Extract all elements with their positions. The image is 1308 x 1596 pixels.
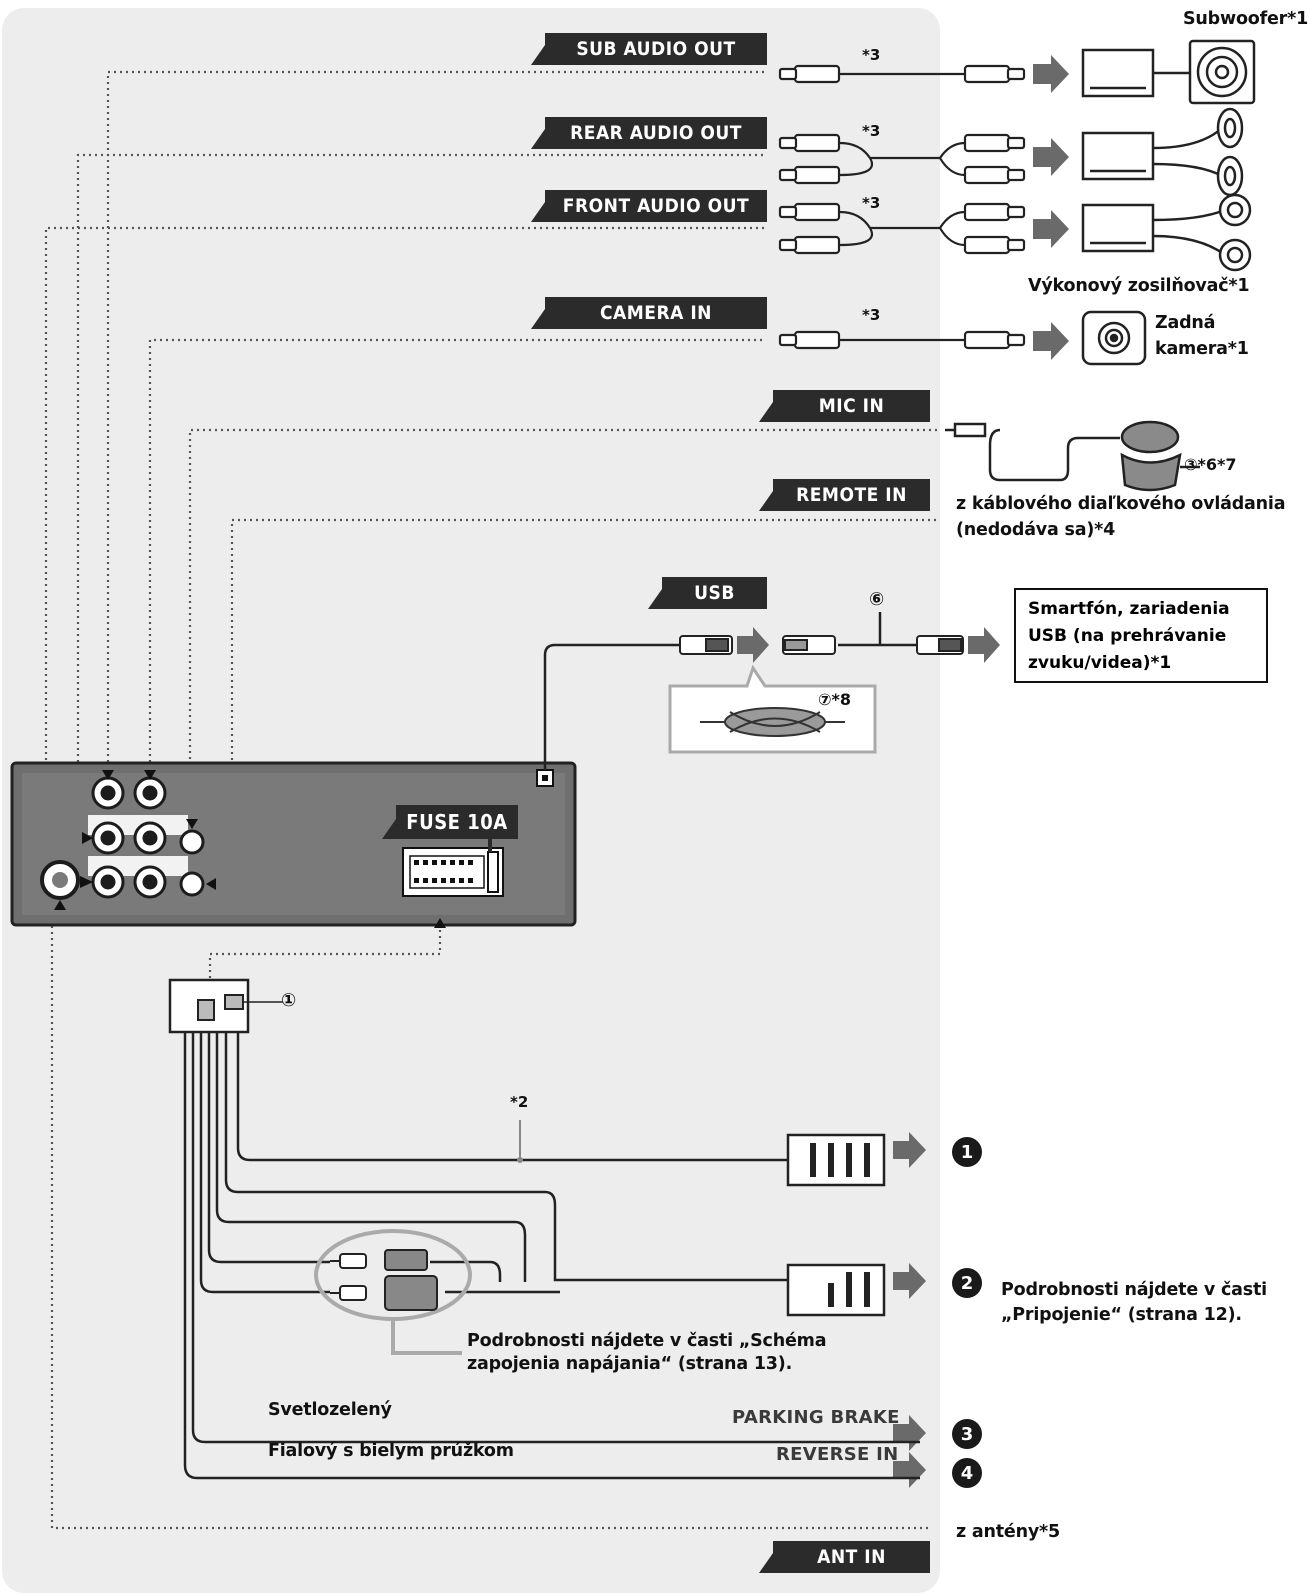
usb-connectors bbox=[679, 635, 964, 655]
label-light-green: Svetlozelený bbox=[268, 1400, 392, 1420]
label-camera-1: Zadná bbox=[1155, 313, 1216, 333]
camera-icon bbox=[1081, 310, 1147, 366]
badge-4: 4 bbox=[952, 1458, 982, 1488]
label-remote-1: z káblového diaľkového ovládania bbox=[956, 494, 1286, 514]
usb-device-box: Smartfón, zariadenia USB (na prehrávanie… bbox=[1014, 588, 1268, 683]
tag-front-audio-out: FRONT AUDIO OUT bbox=[531, 190, 767, 222]
tag-usb: USB bbox=[648, 577, 767, 609]
label-antenna: z antény*5 bbox=[956, 1522, 1060, 1542]
label-reverse-in: REVERSE IN bbox=[776, 1444, 899, 1465]
tag-remote-in: REMOTE IN bbox=[759, 479, 930, 511]
label-connect-details-2: „Pripojenie“ (strana 12). bbox=[1001, 1305, 1242, 1325]
note-camera: *3 bbox=[862, 306, 881, 324]
tag-rear-audio-out: REAR AUDIO OUT bbox=[531, 117, 767, 149]
head-unit bbox=[10, 761, 577, 928]
label-connect-details-1: Podrobnosti nájdete v časti bbox=[1001, 1280, 1267, 1300]
rca-cables bbox=[778, 64, 1026, 350]
amplifiers bbox=[1081, 48, 1190, 253]
flow-arrows bbox=[737, 55, 1069, 1488]
note-2: *2 bbox=[510, 1093, 529, 1111]
subwoofer-icon bbox=[1188, 39, 1256, 105]
label-subwoofer: Subwoofer*1 bbox=[1183, 9, 1308, 29]
tag-mic-in: MIC IN bbox=[759, 390, 930, 422]
note-sub: *3 bbox=[862, 46, 881, 64]
usb-box-line-1: Smartfón, zariadenia bbox=[1028, 599, 1230, 619]
rca-jacks bbox=[91, 776, 205, 899]
badge-2: 2 bbox=[952, 1268, 982, 1298]
tag-fuse: FUSE 10A bbox=[382, 805, 518, 839]
usb-cable bbox=[543, 612, 920, 770]
badge-3: 3 bbox=[952, 1419, 982, 1449]
tag-camera-in: CAMERA IN bbox=[531, 297, 767, 329]
note-mic: ③*6*7 bbox=[1184, 455, 1237, 474]
note-front: *3 bbox=[862, 194, 881, 212]
tag-ant-in: ANT IN bbox=[759, 1541, 930, 1573]
usb-box-line-2: USB (na prehrávanie bbox=[1028, 626, 1227, 646]
dotted-routes bbox=[44, 70, 940, 1530]
usb-box-line-3: zvuku/videa)*1 bbox=[1028, 653, 1172, 673]
label-camera-2: kamera*1 bbox=[1155, 339, 1249, 359]
label-purple-white: Fialový s bielym prúžkom bbox=[268, 1441, 514, 1461]
note-rear: *3 bbox=[862, 122, 881, 140]
badge-1: 1 bbox=[952, 1137, 982, 1167]
label-power-details-1: Podrobnosti nájdete v časti „Schéma bbox=[467, 1331, 827, 1351]
wire-harness bbox=[168, 978, 920, 1480]
label-power-details-2: zapojenia napájania“ (strana 13). bbox=[467, 1354, 793, 1374]
note-harness: ① bbox=[281, 990, 297, 1011]
label-amplifier: Výkonový zosilňovač*1 bbox=[1028, 276, 1250, 296]
label-parking-brake: PARKING BRAKE bbox=[732, 1407, 900, 1428]
speaker-icons bbox=[1152, 107, 1252, 272]
tag-sub-audio-out: SUB AUDIO OUT bbox=[531, 33, 767, 65]
cable-strap bbox=[700, 707, 845, 737]
note-strap: ⑦*8 bbox=[818, 690, 852, 709]
microphone-icon bbox=[945, 420, 1200, 492]
label-remote-2: (nedodáva sa)*4 bbox=[956, 520, 1116, 540]
note-usb-cable: ⑥ bbox=[869, 589, 885, 610]
